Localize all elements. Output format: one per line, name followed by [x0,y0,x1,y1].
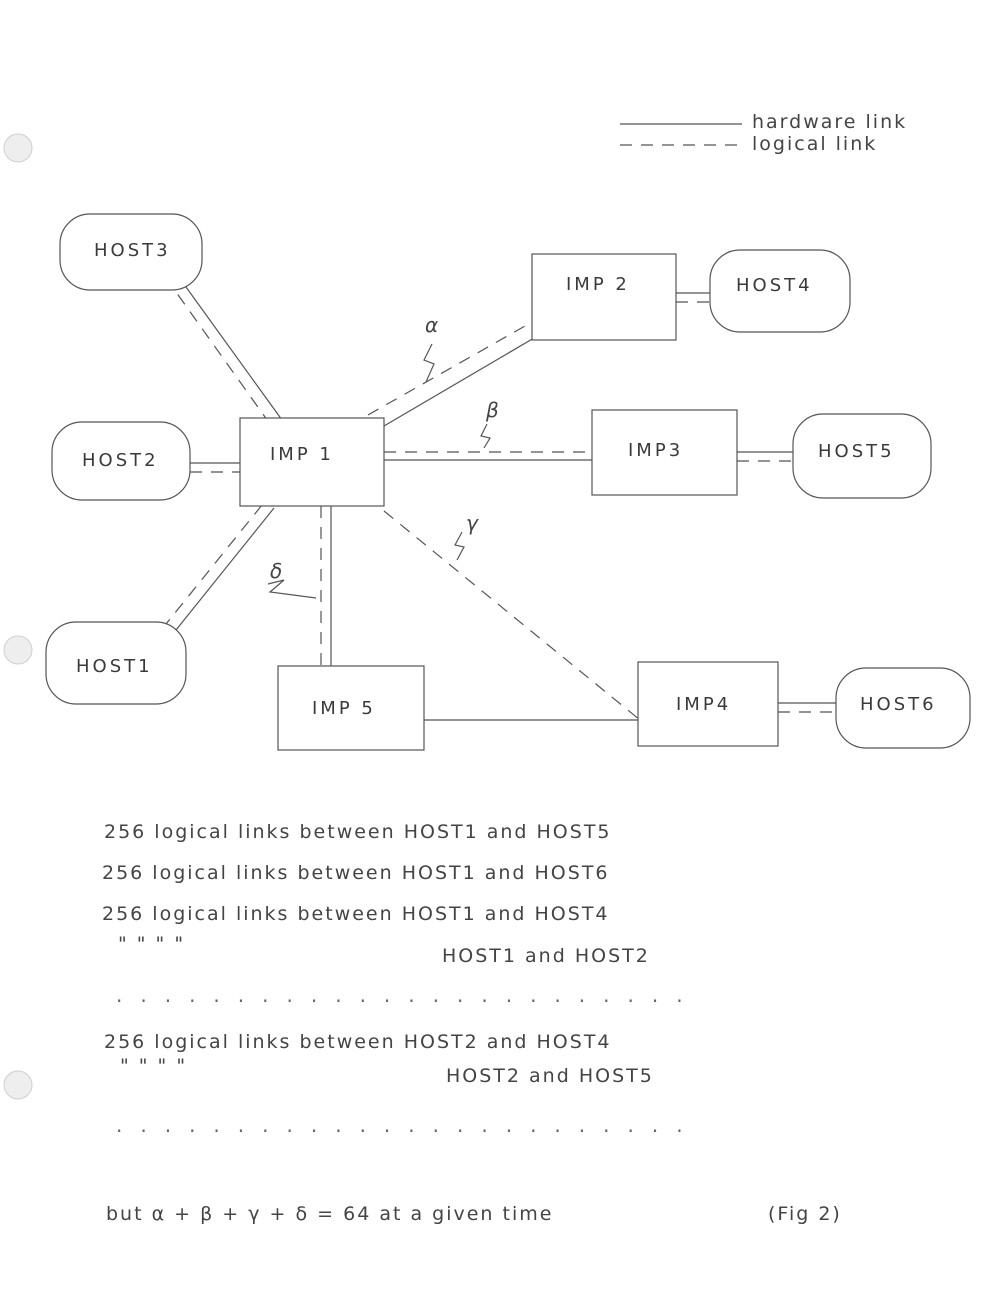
host1-label: HOST1 [76,656,153,677]
legend-hardware-label: hardware link [752,111,907,133]
host3-node: HOST3 [59,213,203,291]
link-imp1-imp2-hardware [383,337,535,427]
punch-holes [3,133,33,1100]
host5-label: HOST5 [818,441,895,462]
imp4-node: IMP4 [637,661,779,747]
note-line-6-ditto: " " " " [120,1055,187,1077]
imp5-label: IMP 5 [312,698,376,719]
punch-hole-middle [3,635,33,665]
note-line-2: 256 logical links between HOST1 and HOST… [102,862,610,884]
link-alpha-logical [367,321,533,416]
link-gamma-logical [383,510,641,721]
legend: hardware link logical link [620,111,907,155]
host5-node: HOST5 [792,413,932,499]
imp3-node: IMP3 [591,409,738,496]
beta-label: β [485,398,499,422]
imp2-node: IMP 2 [531,253,677,341]
imp3-label: IMP3 [628,440,683,461]
links [165,286,836,721]
note-line-5: 256 logical links between HOST2 and HOST… [104,1031,612,1053]
host4-node: HOST4 [709,249,851,333]
note-line-6-hosts: HOST2 and HOST5 [446,1065,654,1087]
imp1-node: IMP 1 [239,417,385,507]
link-imp1-host3-hardware [185,286,283,421]
host6-label: HOST6 [860,694,937,715]
gamma-label: γ [466,511,479,535]
imp2-label: IMP 2 [566,274,630,295]
beta-marker-icon [480,423,491,449]
note-line-4-ditto: " " " " [118,933,185,955]
link-imp1-host1-logical [165,504,263,625]
nodes: HOST3 HOST2 HOST1 IMP 1 IMP 2 HOST4 IMP3 [45,213,971,751]
imp1-label: IMP 1 [270,444,334,465]
note-dots-1: ........................ [116,983,701,1007]
note-line-3: 256 logical links between HOST1 and HOST… [102,903,610,925]
note-dots-2: ........................ [116,1113,701,1137]
host2-node: HOST2 [51,421,191,501]
gamma-marker-icon [454,531,465,561]
host2-label: HOST2 [82,450,159,471]
note-line-4-hosts: HOST1 and HOST2 [442,945,650,967]
constraint-note: but α + β + γ + δ = 64 at a given time [106,1203,553,1225]
link-markers: α β γ δ [267,313,499,599]
punch-hole-bottom [3,1070,33,1100]
legend-logical-label: logical link [752,133,877,155]
host1-node: HOST1 [45,621,187,705]
link-imp1-host1-hardware [175,507,275,631]
alpha-label: α [425,313,438,337]
host3-label: HOST3 [94,240,171,261]
imp5-node: IMP 5 [277,665,425,751]
imp4-label: IMP4 [676,694,731,715]
alpha-marker-icon [423,343,435,383]
host6-node: HOST6 [835,667,971,749]
notes: 256 logical links between HOST1 and HOST… [102,821,842,1225]
host4-label: HOST4 [736,275,813,296]
figure-label: (Fig 2) [768,1203,842,1225]
delta-marker-icon [267,579,317,599]
delta-label: δ [270,559,282,583]
link-imp1-host3-logical [175,291,271,425]
punch-hole-top [3,133,33,163]
note-line-1: 256 logical links between HOST1 and HOST… [104,821,612,843]
